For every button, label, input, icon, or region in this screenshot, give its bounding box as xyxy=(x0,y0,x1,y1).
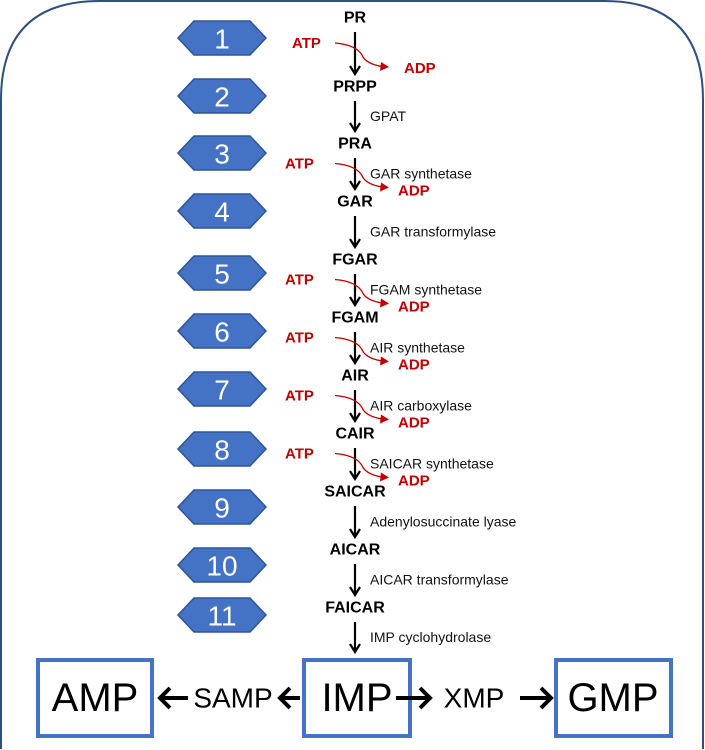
atp-adp-arrowhead xyxy=(380,356,389,366)
enzyme-label: GAR synthetase xyxy=(370,166,472,182)
step-number: 6 xyxy=(214,317,230,348)
reaction-arrow xyxy=(349,448,361,482)
adp-label: ADP xyxy=(398,473,430,490)
final-products-row: AMP SAMP IMP XMP GMP xyxy=(36,658,673,738)
amp-box xyxy=(36,658,154,738)
metabolite-label: PRA xyxy=(338,136,372,153)
metabolite-label: GAR xyxy=(337,194,373,211)
step-badge-hexagon xyxy=(176,489,268,525)
metabolite-label: AIR xyxy=(341,368,369,385)
step-badge-hexagon xyxy=(176,597,268,633)
amp-label: AMP xyxy=(52,676,139,720)
step-badge-hexagon xyxy=(176,255,268,291)
step-badge-hexagon xyxy=(176,371,268,407)
adp-label: ADP xyxy=(398,357,430,374)
step-badge-hexagon xyxy=(176,20,268,56)
metabolite-label: FAICAR xyxy=(325,600,385,617)
enzyme-label: Adenylosuccinate lyase xyxy=(370,514,517,530)
enzyme-label: GPAT xyxy=(370,108,406,124)
step-number: 9 xyxy=(214,493,230,524)
metabolite-label: FGAM xyxy=(331,310,378,327)
enzyme-label: AIR carboxylase xyxy=(370,398,472,414)
reaction-arrow xyxy=(349,158,361,192)
atp-adp-arrowhead xyxy=(380,182,389,192)
enzyme-label: IMP cyclohydrolase xyxy=(370,629,491,645)
reaction-arrow xyxy=(349,564,361,598)
samp-label: SAMP xyxy=(193,683,272,714)
step-number: 11 xyxy=(207,601,236,632)
atp-adp-arrowhead xyxy=(380,62,389,71)
step-number: 4 xyxy=(214,197,230,228)
step-badge-hexagon xyxy=(176,193,268,229)
step-number: 10 xyxy=(206,551,237,582)
reaction-arrow xyxy=(349,390,361,424)
atp-adp-curve xyxy=(334,452,387,479)
gmp-label: GMP xyxy=(567,676,658,720)
adp-label: ADP xyxy=(398,183,430,200)
atp-adp-arrowhead xyxy=(380,298,389,308)
reaction-arrow xyxy=(349,332,361,366)
atp-adp-curve xyxy=(334,42,387,68)
step-badge-hexagon xyxy=(176,78,268,114)
arrow-imp-to-samp xyxy=(277,686,300,710)
imp-label: IMP xyxy=(321,676,392,720)
atp-label: ATP xyxy=(285,446,314,463)
metabolite-label: PR xyxy=(344,10,367,27)
reaction-arrow xyxy=(349,32,361,77)
reaction-arrow xyxy=(349,506,361,540)
metabolite-label: CAIR xyxy=(335,426,375,443)
enzyme-label: AIR synthetase xyxy=(370,340,465,356)
step-badge-hexagon xyxy=(176,431,268,467)
atp-adp-arrowhead xyxy=(380,472,389,482)
step-number: 3 xyxy=(214,139,230,170)
atp-adp-arrowhead xyxy=(380,414,389,424)
metabolite-label: SAICAR xyxy=(324,484,386,501)
atp-label: ATP xyxy=(285,156,314,173)
reaction-arrow xyxy=(349,101,361,134)
metabolite-label: FGAR xyxy=(332,252,378,269)
adp-label: ADP xyxy=(404,60,436,77)
step-badge-hexagon xyxy=(176,135,268,171)
step-number: 8 xyxy=(214,435,230,466)
atp-adp-curve xyxy=(334,278,387,305)
atp-label: ATP xyxy=(285,388,314,405)
step-badge-hexagon xyxy=(176,313,268,349)
atp-label: ATP xyxy=(285,330,314,347)
step-number: 7 xyxy=(214,375,230,406)
reaction-arrow xyxy=(349,216,361,250)
atp-adp-curve xyxy=(334,336,387,363)
adp-label: ADP xyxy=(398,299,430,316)
step-number: 2 xyxy=(214,82,230,113)
atp-adp-curve xyxy=(334,394,387,421)
xmp-label: XMP xyxy=(444,683,505,714)
reaction-arrow xyxy=(349,622,361,655)
metabolite-label: AICAR xyxy=(330,542,381,559)
enzyme-label: SAICAR synthetase xyxy=(370,456,494,472)
enzyme-label: GAR transformylase xyxy=(370,224,496,240)
atp-adp-curve xyxy=(334,162,387,189)
arrow-xmp-to-gmp xyxy=(520,686,554,710)
arrow-imp-to-xmp xyxy=(396,686,433,710)
metabolite-label: PRPP xyxy=(333,79,377,96)
step-number: 5 xyxy=(214,259,230,290)
enzyme-label: AICAR transformylase xyxy=(370,572,509,588)
gmp-box xyxy=(554,658,673,738)
reaction-arrow xyxy=(349,274,361,308)
adp-label: ADP xyxy=(398,415,430,432)
arrow-samp-to-amp xyxy=(157,686,188,710)
atp-label: ATP xyxy=(292,35,321,52)
atp-label: ATP xyxy=(285,272,314,289)
step-number: 1 xyxy=(214,24,230,55)
step-badge-hexagon xyxy=(176,547,268,583)
enzyme-label: FGAM synthetase xyxy=(370,282,482,298)
